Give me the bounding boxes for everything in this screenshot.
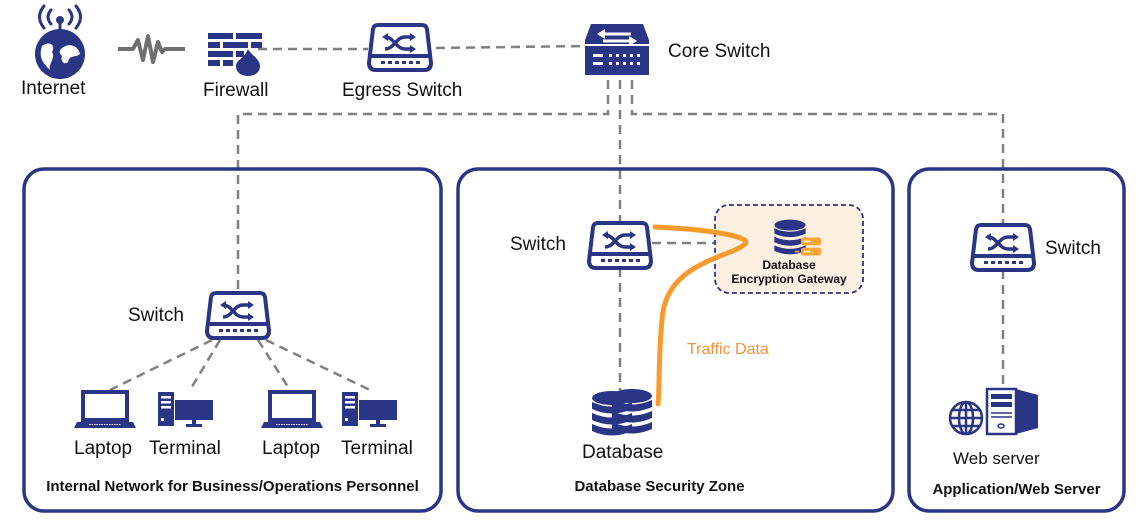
desktop-icon[interactable] <box>342 392 397 427</box>
link-core-internal-switch <box>236 80 610 292</box>
link-switch-terminal-1 <box>188 339 222 391</box>
db-zone-switch-label: Switch <box>510 234 566 255</box>
device-label: Terminal <box>341 438 413 459</box>
internal-switch-icon[interactable] <box>205 291 271 340</box>
zone-application-web <box>907 167 1126 513</box>
firewall-label: Firewall <box>203 80 269 101</box>
egress-switch-icon[interactable] <box>367 23 433 72</box>
gateway-label-line2: Encryption Gateway <box>731 272 847 286</box>
zone-database-security <box>456 167 895 513</box>
core-switch-label: Core Switch <box>668 41 771 62</box>
link-switch-terminal-2 <box>265 338 371 392</box>
device-label: Laptop <box>262 438 321 459</box>
firewall-icon[interactable] <box>208 33 262 76</box>
web-zone-switch-label: Switch <box>1045 238 1101 259</box>
laptop-icon[interactable] <box>259 390 325 430</box>
link-switch-laptop-1 <box>109 338 213 392</box>
web-zone-switch-icon[interactable] <box>970 223 1036 272</box>
zone-internal-network <box>22 167 443 513</box>
link-egress-core <box>435 44 586 50</box>
core-switch-icon[interactable] <box>585 24 649 75</box>
traffic-data-label: Traffic Data <box>687 341 769 358</box>
globe-antenna-icon[interactable] <box>35 4 85 79</box>
link-switch-laptop-2 <box>256 339 292 391</box>
gateway-label-line1: Database <box>762 258 816 272</box>
db-zone-switch-icon[interactable] <box>587 221 653 270</box>
web-server-icon[interactable] <box>948 387 1038 436</box>
zone-title-web: Application/Web Server <box>932 481 1101 498</box>
internet-label: Internet <box>21 78 86 99</box>
device-label: Terminal <box>149 438 221 459</box>
internal-switch-label: Switch <box>128 305 184 326</box>
database-icon[interactable] <box>592 389 652 436</box>
network-links <box>109 44 1005 392</box>
database-label: Database <box>582 442 664 463</box>
signal-wave-icon <box>118 34 185 64</box>
desktop-icon[interactable] <box>158 392 213 427</box>
zone-title-internal: Internal Network for Business/Operations… <box>46 478 419 495</box>
egress-switch-label: Egress Switch <box>342 80 463 101</box>
link-core-web-switch <box>630 80 1005 224</box>
encryption-gateway-icon <box>774 219 822 256</box>
device-label: Laptop <box>74 438 133 459</box>
gateway-label: Database Encryption Gateway <box>715 258 863 286</box>
laptop-icon[interactable] <box>72 390 138 430</box>
zone-title-database: Database Security Zone <box>574 478 745 495</box>
traffic-data-flow <box>652 224 749 407</box>
web-server-label: Web server <box>953 449 1040 468</box>
